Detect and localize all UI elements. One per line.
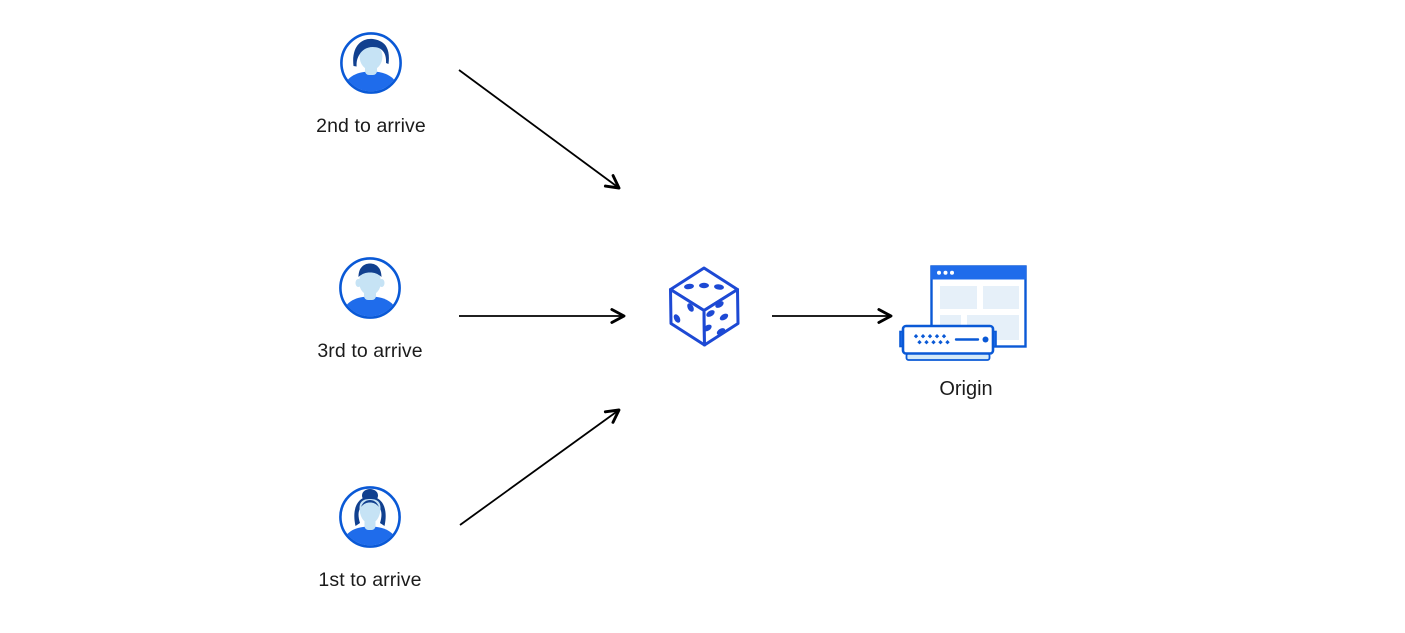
- male-avatar-2-icon: [339, 257, 401, 319]
- dice-icon: [667, 266, 741, 350]
- client-node-second: 2nd to arrive: [286, 32, 456, 137]
- arrow-first-to-selector: [459, 408, 621, 526]
- client-node-third: 3rd to arrive: [285, 257, 455, 362]
- origin-server-icon: [899, 265, 1027, 362]
- origin-label: Origin: [939, 378, 993, 400]
- arrow-second-to-selector: [458, 69, 621, 190]
- client-label-second: 2nd to arrive: [316, 115, 426, 137]
- client-label-third: 3rd to arrive: [317, 340, 423, 362]
- server-led-diamonds: [913, 334, 950, 345]
- female-avatar-icon: [339, 486, 401, 548]
- client-node-first: 1st to arrive: [285, 486, 455, 591]
- male-avatar-icon: [340, 32, 402, 94]
- client-label-first: 1st to arrive: [318, 569, 422, 591]
